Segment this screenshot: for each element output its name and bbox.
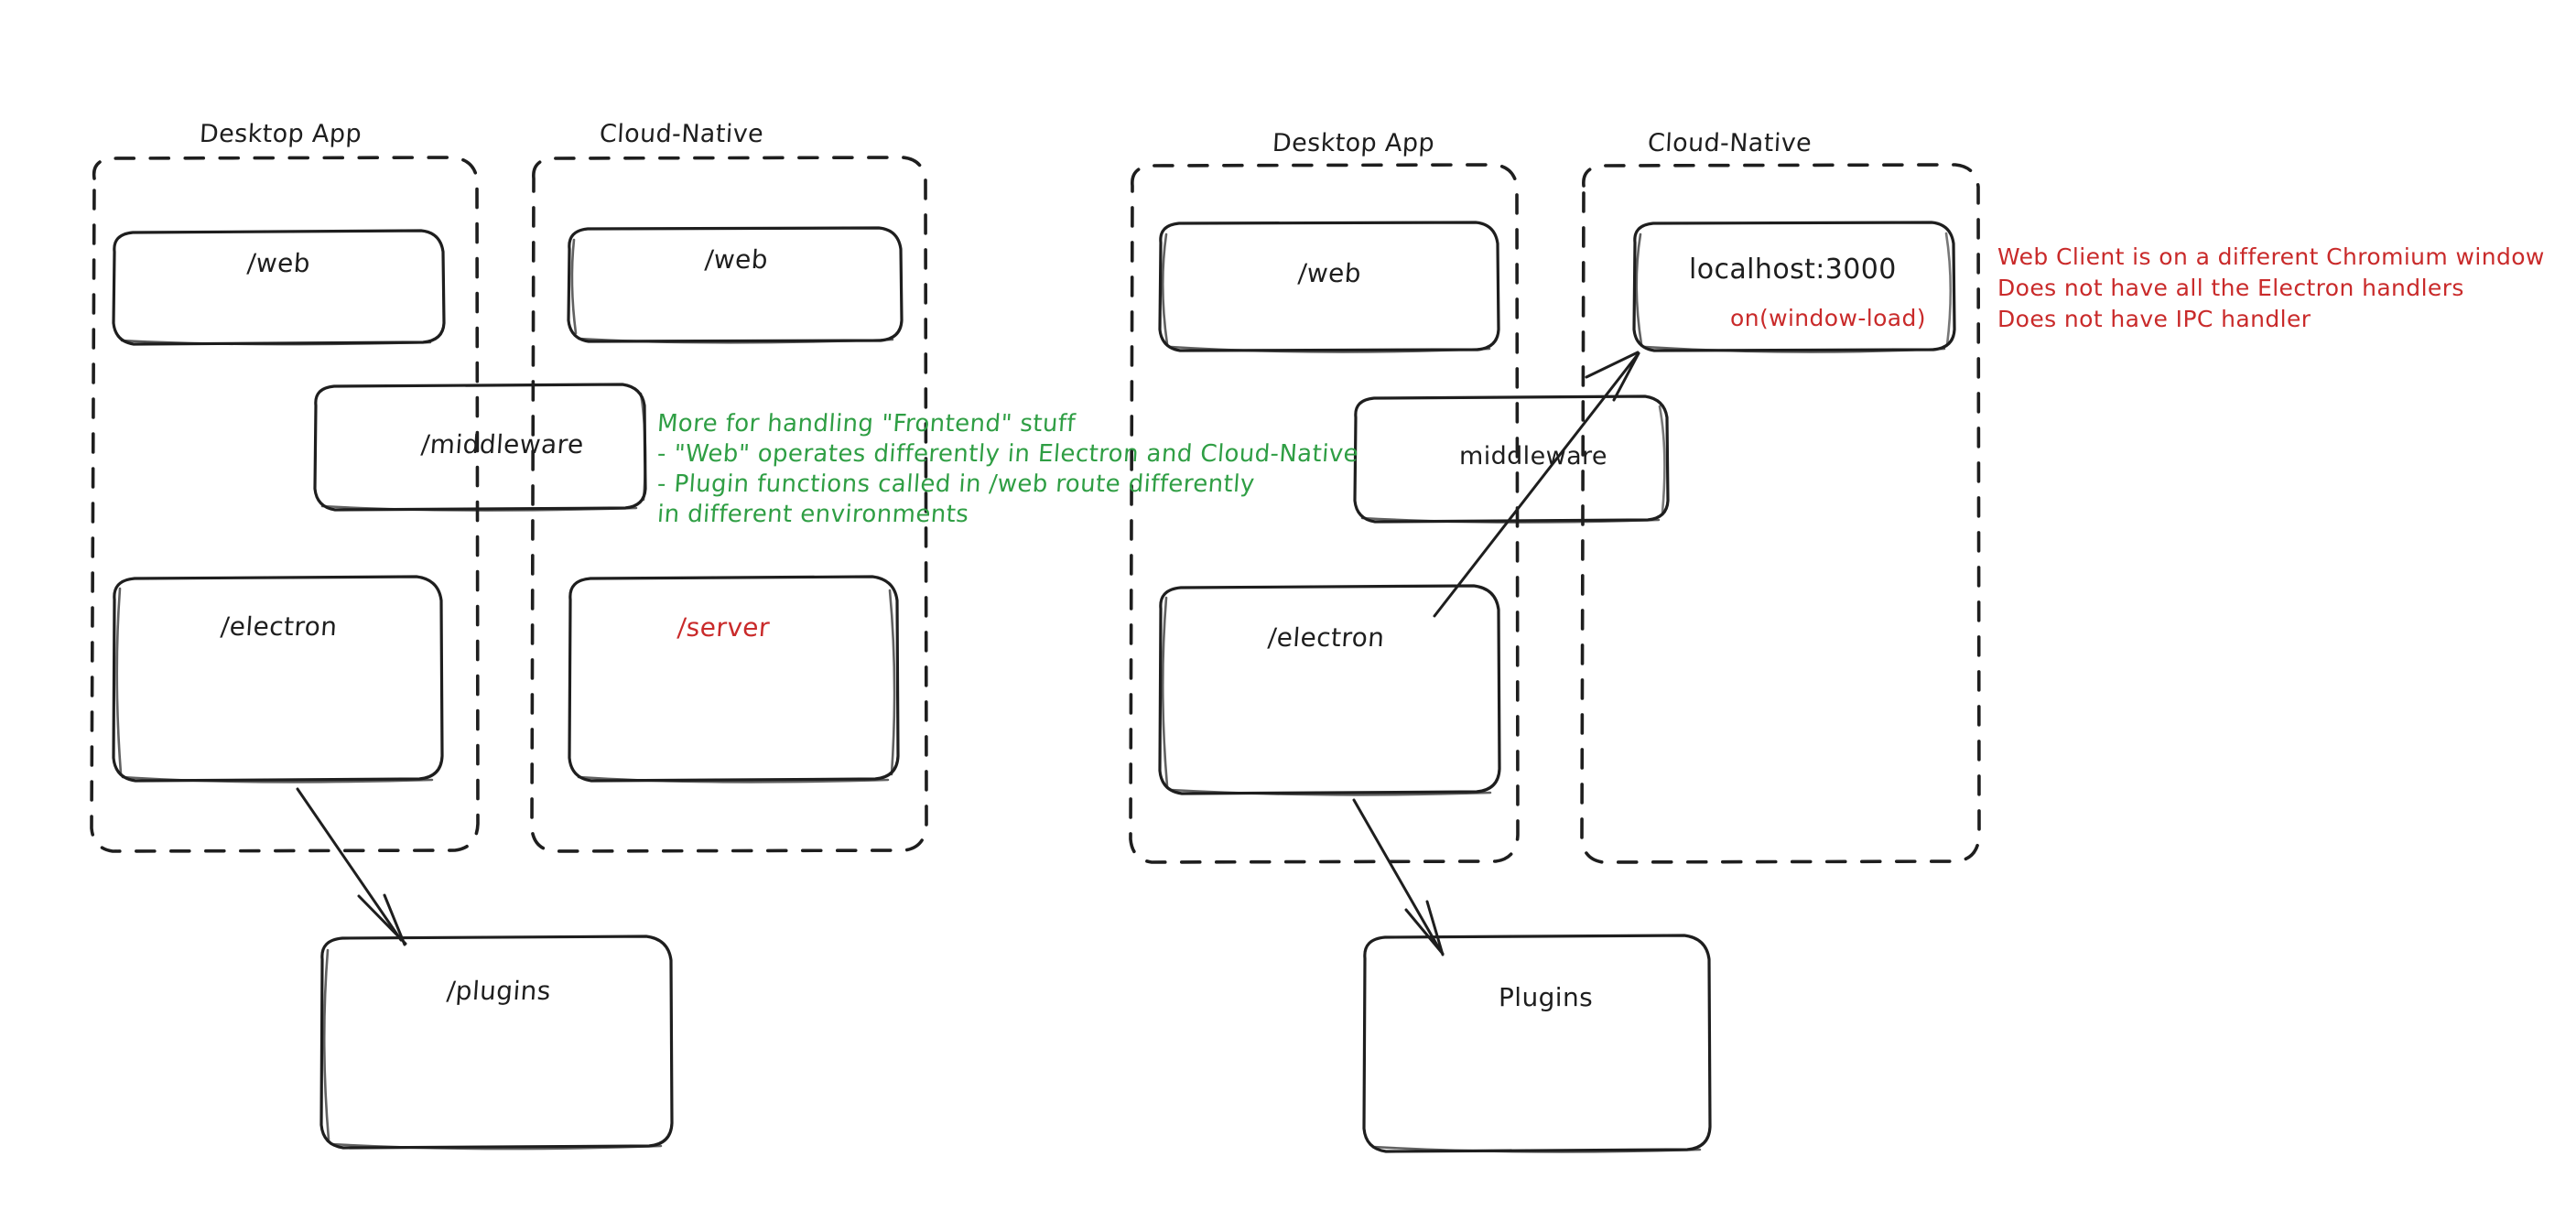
left-node-label-server: /server bbox=[676, 612, 772, 643]
right-node-sublabel-on-window-load: on(window-load) bbox=[1730, 305, 1926, 331]
left-node-label-plugins: /plugins bbox=[445, 976, 552, 1006]
right-node-label-localhost: localhost:3000 bbox=[1689, 254, 1897, 286]
right-group-title-desktop-app: Desktop App bbox=[1272, 129, 1435, 157]
right-group-cloud-native-border bbox=[1580, 163, 1981, 864]
left-node-label-web-cloud: /web bbox=[703, 244, 770, 275]
red-annotation-line-3: Does not have IPC handler bbox=[1997, 306, 2311, 332]
left-node-label-middleware: /middleware bbox=[419, 429, 585, 459]
left-node-web-desktop-shape bbox=[112, 229, 446, 346]
right-node-label-middleware: middleware bbox=[1459, 442, 1607, 470]
left-node-web-cloud-shape bbox=[567, 226, 904, 344]
right-arrow-electron-to-plugins bbox=[1352, 798, 1445, 956]
right-node-middleware-shape bbox=[1353, 394, 1670, 524]
left-group-title-cloud-native: Cloud-Native bbox=[599, 120, 764, 148]
right-node-label-plugins: Plugins bbox=[1499, 982, 1594, 1012]
left-node-server-shape bbox=[568, 575, 900, 784]
left-node-label-web-desktop: /web bbox=[245, 248, 312, 278]
right-group-desktop-app-border bbox=[1129, 163, 1520, 864]
left-node-label-electron: /electron bbox=[219, 611, 339, 642]
right-node-label-electron: /electron bbox=[1266, 622, 1386, 653]
green-annotation-line-4: in different environments bbox=[655, 501, 970, 528]
left-group-cloud-native-border bbox=[530, 156, 928, 853]
right-group-title-cloud-native: Cloud-Native bbox=[1647, 129, 1813, 157]
green-annotation-line-3: - Plugin functions called in /web route … bbox=[655, 470, 1256, 498]
red-annotation-line-1: Web Client is on a different Chromium wi… bbox=[1997, 243, 2545, 270]
right-arrow-electron-to-localhost bbox=[1433, 351, 1640, 618]
right-node-label-web: /web bbox=[1296, 258, 1363, 288]
green-annotation-line-2: - "Web" operates differently in Electron… bbox=[655, 440, 1360, 468]
left-node-electron-shape bbox=[112, 575, 444, 784]
left-node-middleware-shape bbox=[313, 383, 647, 512]
green-annotation-line-1: More for handling "Frontend" stuff bbox=[655, 410, 1077, 438]
right-node-localhost-shape bbox=[1632, 221, 1956, 353]
left-node-plugins-shape bbox=[319, 935, 674, 1151]
right-node-web-shape bbox=[1158, 221, 1500, 353]
left-arrow-electron-to-plugins bbox=[296, 787, 407, 946]
left-group-title-desktop-app: Desktop App bbox=[199, 120, 363, 148]
left-group-desktop-app-border bbox=[90, 156, 480, 853]
right-node-plugins-shape bbox=[1362, 934, 1712, 1153]
red-annotation-line-2: Does not have all the Electron handlers bbox=[1997, 275, 2464, 301]
right-node-electron-shape bbox=[1158, 584, 1501, 796]
